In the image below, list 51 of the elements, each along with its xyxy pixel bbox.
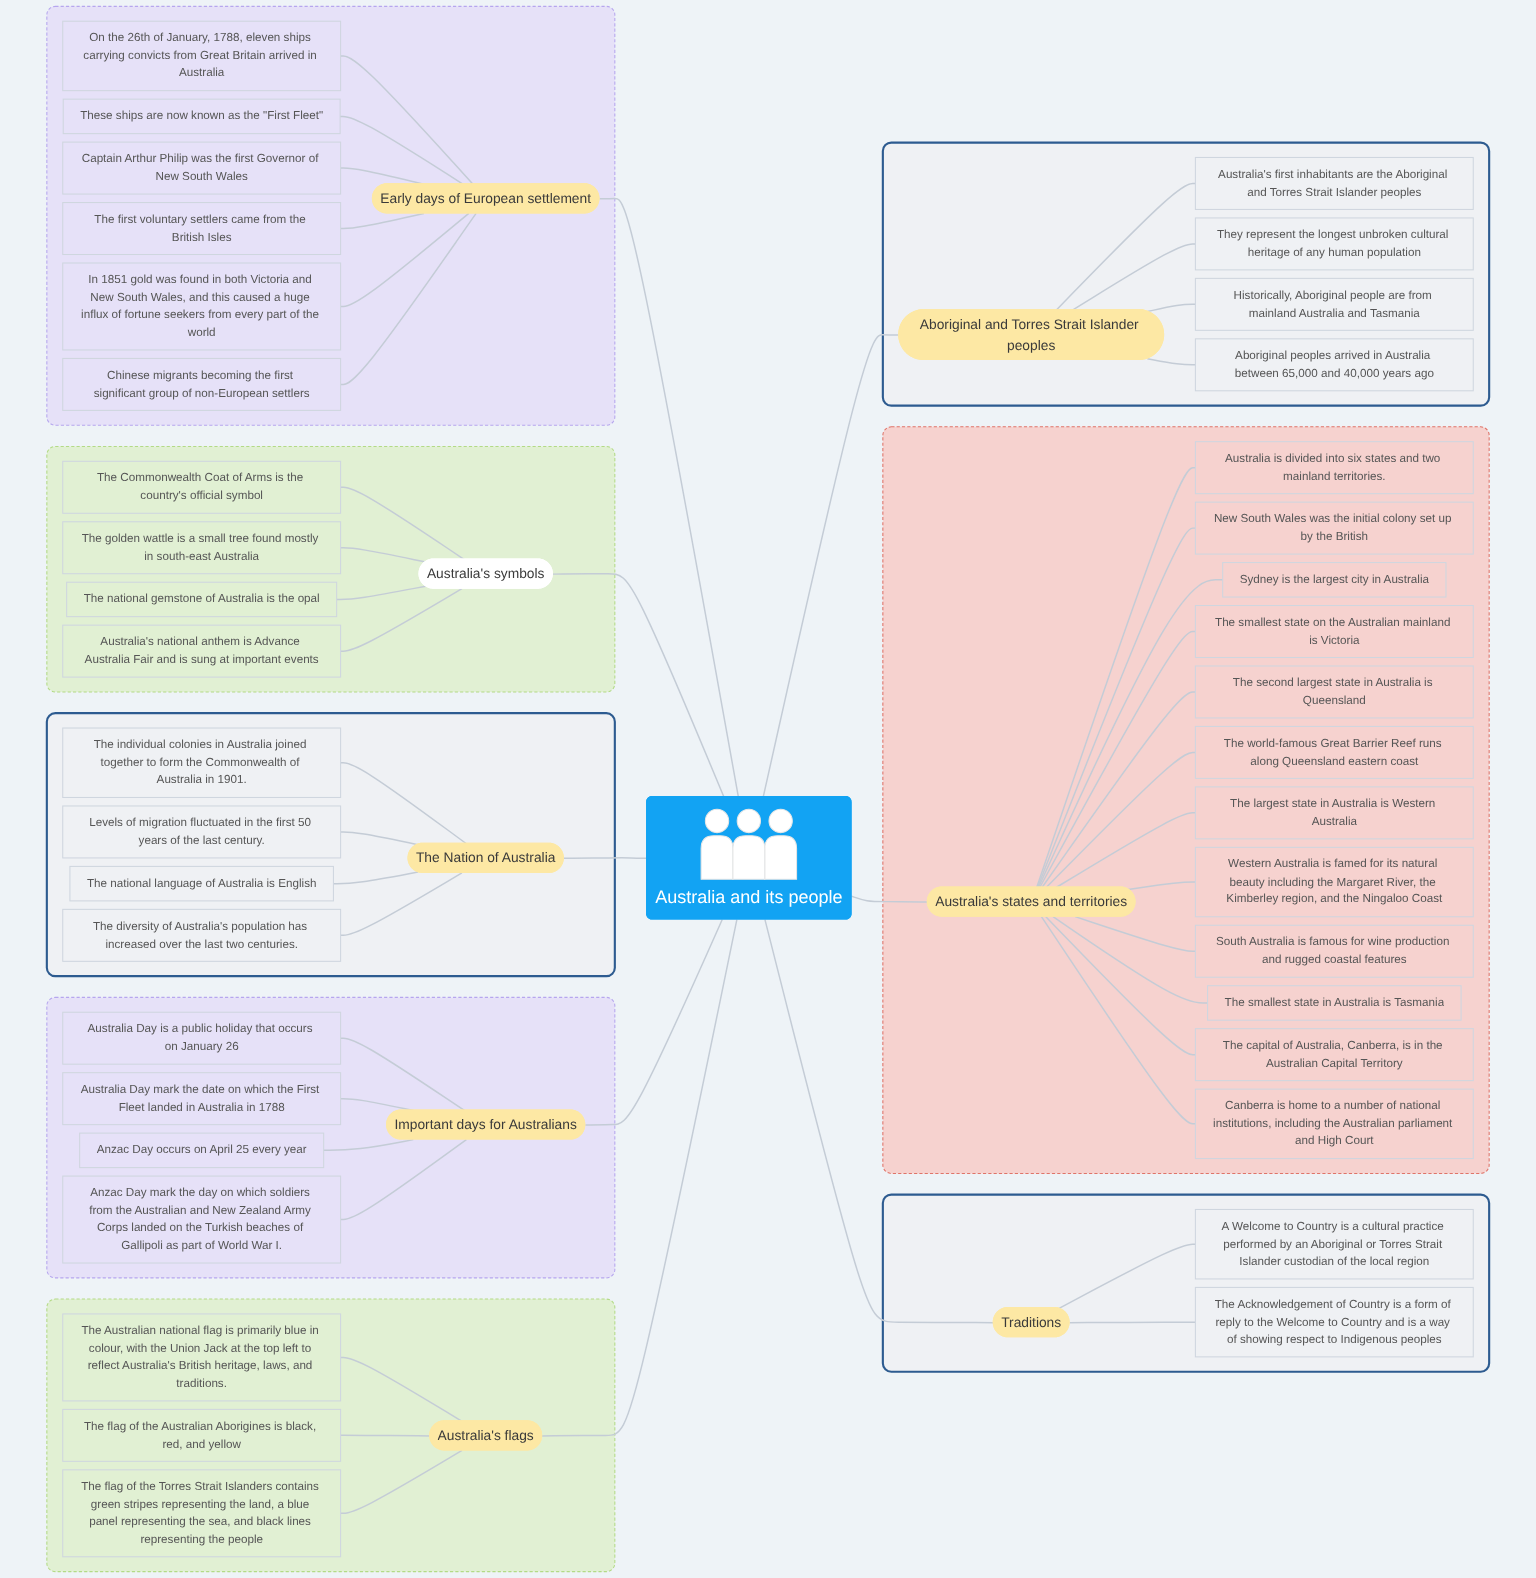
connector bbox=[339, 831, 419, 846]
connector bbox=[1045, 751, 1197, 889]
connector bbox=[339, 547, 427, 563]
connector bbox=[339, 212, 477, 386]
connector bbox=[339, 587, 463, 652]
connector bbox=[332, 871, 419, 885]
connector bbox=[1071, 243, 1197, 311]
connector bbox=[339, 1356, 463, 1423]
connector bbox=[339, 212, 470, 308]
connector bbox=[1074, 915, 1197, 952]
connector bbox=[339, 55, 474, 185]
cluster bbox=[881, 141, 1491, 407]
cluster bbox=[46, 1298, 616, 1573]
connector bbox=[1146, 303, 1197, 313]
connector bbox=[339, 1138, 468, 1221]
connector bbox=[1040, 915, 1197, 1125]
connector bbox=[339, 1449, 463, 1515]
connector bbox=[335, 585, 427, 601]
connector bbox=[339, 115, 464, 185]
connector bbox=[339, 212, 425, 230]
connector bbox=[339, 762, 468, 845]
connector bbox=[339, 486, 466, 561]
connector bbox=[850, 895, 929, 903]
cluster bbox=[46, 996, 616, 1279]
connector bbox=[1037, 579, 1224, 889]
cluster bbox=[46, 5, 616, 426]
connector bbox=[1052, 915, 1209, 1004]
connector bbox=[1038, 630, 1197, 889]
connector bbox=[1068, 1321, 1197, 1324]
connector bbox=[339, 872, 463, 937]
connector bbox=[552, 572, 725, 798]
connector bbox=[339, 1037, 466, 1112]
connector bbox=[322, 1138, 415, 1152]
connector bbox=[584, 918, 723, 1126]
cluster bbox=[45, 712, 616, 978]
connector bbox=[1041, 691, 1197, 889]
connector bbox=[1055, 812, 1197, 889]
cluster bbox=[881, 1193, 1491, 1373]
cluster bbox=[882, 426, 1490, 1174]
connector bbox=[1146, 357, 1197, 366]
cluster bbox=[46, 445, 616, 693]
connector bbox=[762, 333, 901, 798]
connector bbox=[764, 918, 995, 1324]
connector bbox=[1057, 1243, 1197, 1310]
connector bbox=[1127, 881, 1197, 891]
connector bbox=[339, 1434, 431, 1437]
connector bbox=[1055, 182, 1197, 311]
connector bbox=[541, 918, 738, 1437]
connector bbox=[598, 197, 740, 798]
connector bbox=[563, 857, 648, 860]
connector bbox=[1045, 915, 1197, 1056]
